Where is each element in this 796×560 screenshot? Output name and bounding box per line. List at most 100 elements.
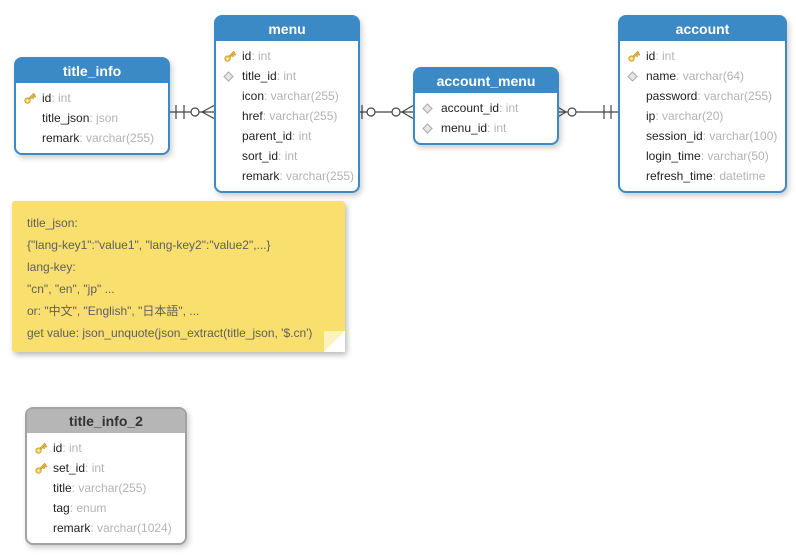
- field-type: : int: [85, 461, 105, 475]
- field-row-id[interactable]: id: int: [23, 88, 162, 108]
- field-type: : varchar(255): [71, 481, 147, 495]
- note-line: lang-key:: [27, 260, 76, 274]
- field-row-title_json[interactable]: title_json: json: [23, 108, 162, 128]
- primary-key-icon: [34, 461, 53, 475]
- index-icon: [223, 70, 242, 82]
- field-row-tag[interactable]: tag: enum: [34, 498, 179, 518]
- field-type: : varchar(50): [700, 149, 769, 163]
- field-name: account_id: [441, 101, 500, 115]
- field-type: : int: [292, 129, 312, 143]
- relationship-menu-account_menu[interactable]: [356, 104, 414, 120]
- table-title[interactable]: title_info: [16, 59, 168, 83]
- field-row-remark[interactable]: remark: varchar(1024): [34, 518, 179, 538]
- field-name: remark: [42, 131, 80, 145]
- field-name: refresh_time: [646, 169, 713, 183]
- field-type: : int: [51, 91, 71, 105]
- field-type: : json: [89, 111, 119, 125]
- field-row-remark[interactable]: remark: varchar(255): [23, 128, 162, 148]
- field-type: : varchar(255): [79, 131, 155, 145]
- field-name: password: [646, 89, 698, 103]
- primary-key-icon: [627, 49, 646, 63]
- field-row-icon[interactable]: icon: varchar(255): [223, 86, 352, 106]
- field-name: title_id: [242, 69, 277, 83]
- table-title[interactable]: account_menu: [415, 69, 557, 93]
- note-line: title_json:: [27, 216, 78, 230]
- field-row-title[interactable]: title: varchar(255): [34, 478, 179, 498]
- field-type: : enum: [69, 501, 107, 515]
- field-name: icon: [242, 89, 265, 103]
- field-name: remark: [242, 169, 280, 183]
- field-name: remark: [53, 521, 91, 535]
- field-type: : int: [62, 441, 82, 455]
- note-text: title_json: {"lang-key1":"value1", "lang-…: [12, 201, 345, 344]
- field-row-name[interactable]: name: varchar(64): [627, 66, 779, 86]
- field-type: : varchar(20): [655, 109, 724, 123]
- field-name: id: [646, 49, 656, 63]
- field-name: tag: [53, 501, 70, 515]
- field-type: : int: [499, 101, 519, 115]
- field-name: id: [53, 441, 63, 455]
- field-row-parent_id[interactable]: parent_id: int: [223, 126, 352, 146]
- field-row-title_id[interactable]: title_id: int: [223, 66, 352, 86]
- table-title[interactable]: account: [620, 17, 785, 41]
- field-row-login_time[interactable]: login_time: varchar(50): [627, 146, 779, 166]
- index-icon: [627, 70, 646, 82]
- index-icon: [422, 102, 441, 114]
- field-name: id: [42, 91, 52, 105]
- field-type: : varchar(100): [702, 129, 778, 143]
- field-type: : int: [251, 49, 271, 63]
- note-line: or: "中文", "English", "日本語", ...: [27, 304, 200, 318]
- field-name: title: [53, 481, 72, 495]
- table-title[interactable]: menu: [216, 17, 358, 41]
- sticky-note[interactable]: title_json: {"lang-key1":"value1", "lang-…: [12, 201, 345, 352]
- field-name: session_id: [646, 129, 703, 143]
- note-line: {"lang-key1":"value1", "lang-key2":"valu…: [27, 238, 271, 252]
- relationship-account_menu-account[interactable]: [554, 104, 618, 120]
- field-row-sort_id[interactable]: sort_id: int: [223, 146, 352, 166]
- field-name: href: [242, 109, 263, 123]
- field-row-id[interactable]: id: int: [223, 46, 352, 66]
- field-row-id[interactable]: id: int: [627, 46, 779, 66]
- field-type: : varchar(1024): [90, 521, 172, 535]
- table-title[interactable]: title_info_2: [27, 409, 185, 433]
- field-type: : varchar(255): [264, 89, 339, 103]
- field-name: parent_id: [242, 129, 293, 143]
- field-type: : varchar(64): [676, 69, 745, 83]
- field-type: : int: [487, 121, 507, 135]
- field-row-account_id[interactable]: account_id: int: [422, 98, 551, 118]
- field-row-session_id[interactable]: session_id: varchar(100): [627, 126, 779, 146]
- field-row-id[interactable]: id: int: [34, 438, 179, 458]
- field-name: menu_id: [441, 121, 488, 135]
- field-type: : int: [655, 49, 675, 63]
- field-type: : int: [278, 149, 298, 163]
- relationship-title_info-menu[interactable]: [166, 104, 215, 120]
- field-row-ip[interactable]: ip: varchar(20): [627, 106, 779, 126]
- field-row-remark[interactable]: remark: varchar(255): [223, 166, 354, 186]
- index-icon: [422, 122, 441, 134]
- note-fold-corner: [324, 331, 345, 352]
- primary-key-icon: [223, 49, 242, 63]
- note-line: get value: json_unquote(json_extract(tit…: [27, 326, 313, 340]
- field-row-refresh_time[interactable]: refresh_time: datetime: [627, 166, 779, 186]
- field-name: title_json: [42, 111, 90, 125]
- field-type: : varchar(255): [262, 109, 338, 123]
- note-line: "cn", "en", "jp" ...: [27, 282, 115, 296]
- field-name: sort_id: [242, 149, 279, 163]
- field-row-password[interactable]: password: varchar(255): [627, 86, 779, 106]
- field-row-set_id[interactable]: set_id: int: [34, 458, 179, 478]
- primary-key-icon: [34, 441, 53, 455]
- field-row-menu_id[interactable]: menu_id: int: [422, 118, 551, 138]
- field-row-href[interactable]: href: varchar(255): [223, 106, 352, 126]
- field-name: set_id: [53, 461, 86, 475]
